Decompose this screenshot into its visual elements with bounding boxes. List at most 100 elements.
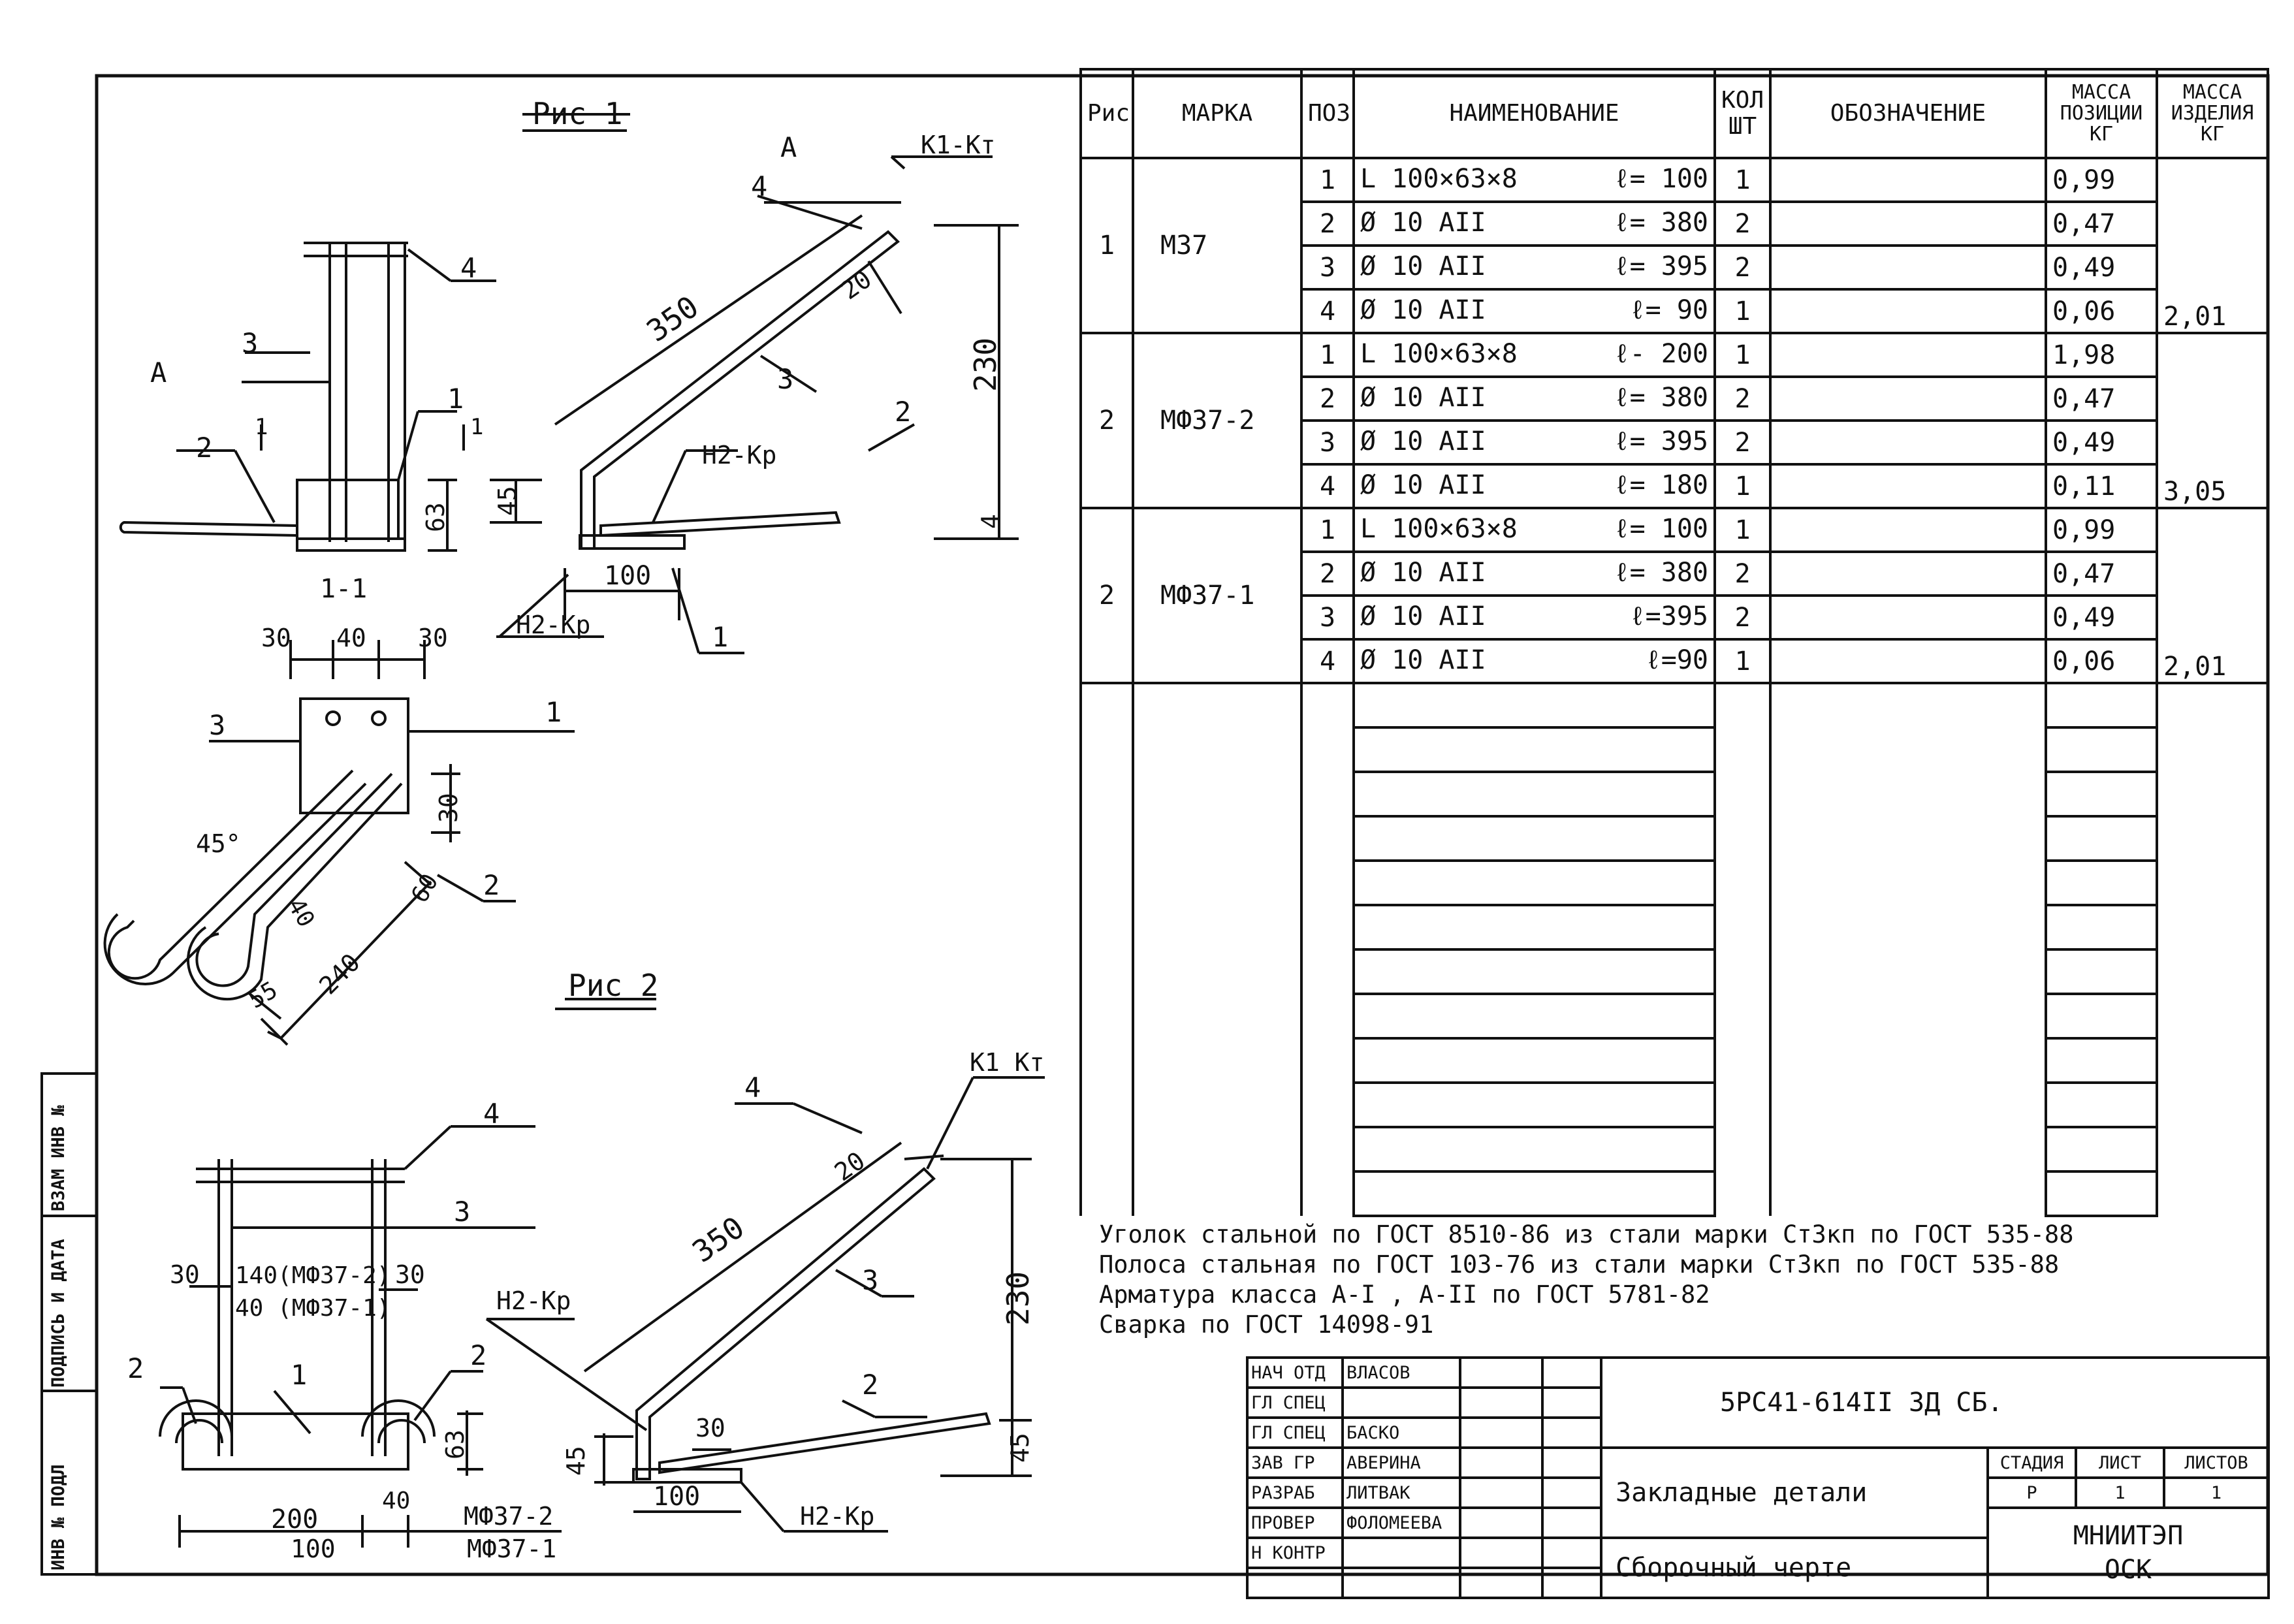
sec-dim-55: 55 <box>244 977 282 1014</box>
item-length: ℓ= 395 <box>1614 426 1708 456</box>
cell-oboz <box>1769 638 2047 684</box>
cell-mass-item: 3,05 <box>2156 464 2269 509</box>
fig2-pos-3b: 3 <box>862 1264 878 1296</box>
item-name: L 100×63×8 <box>1360 339 1518 369</box>
fig1-pos-2a: 2 <box>196 432 212 464</box>
cell-qty: 2 <box>1713 375 1772 422</box>
cell-qty: 2 <box>1713 419 1772 466</box>
fig2-pos-2b: 2 <box>862 1369 878 1401</box>
doc-subtitle: Сборочный черте <box>1600 1536 1989 1599</box>
stage-value: Р <box>1986 1476 2077 1509</box>
cell-poz: 4 <box>1300 463 1355 509</box>
fig2-title: Рис 2 <box>568 968 658 1003</box>
note-line: Уголок стальной по ГОСТ 8510-86 из стали… <box>1099 1220 2074 1249</box>
fig2-dim-63: 63 <box>441 1429 470 1459</box>
tb-row: НАЧ ОТД ВЛАСОВ 5РС41-614II ЗД СБ. <box>1246 1356 2270 1449</box>
cell-mass-item <box>2156 552 2269 596</box>
side-strip-label-2: ВЗАМ ИНВ № <box>48 1105 69 1211</box>
fig1-pos-2b: 2 <box>895 396 911 428</box>
hdr-mass-pos: МАССА ПОЗИЦИИ КГ <box>2045 68 2158 159</box>
fig1-text: Рис 1 А А К1-Кт 4 3 2 1 1 1 63 350 20 23… <box>150 96 1005 1014</box>
doc-code: 5РС41-614II ЗД СБ. <box>1600 1356 2270 1449</box>
fig2-dim-45b: 45 <box>1006 1433 1034 1463</box>
item-length: ℓ=90 <box>1645 645 1708 675</box>
fig2-dim-350: 350 <box>686 1209 750 1269</box>
tb-name: ВЛАСОВ <box>1341 1356 1461 1389</box>
item-name: Ø 10 АII <box>1360 426 1486 456</box>
cell-oboz <box>1769 507 2047 553</box>
tb-name <box>1341 1386 1461 1419</box>
side-strip-label-0: ИНВ № ПОДЛ <box>48 1464 69 1570</box>
cell-poz: 3 <box>1300 419 1355 466</box>
hdr-oboz: ОБОЗНАЧЕНИЕ <box>1769 68 2047 159</box>
cell-poz: 2 <box>1300 200 1355 247</box>
sheets-value: 1 <box>2163 1476 2270 1509</box>
tb-name <box>1341 1536 1461 1569</box>
fig1-pos-4a: 4 <box>460 252 477 284</box>
sec-dim-40b: 40 <box>282 894 319 932</box>
fig2-dim-230: 230 <box>1000 1271 1036 1326</box>
fig1-view-label: А <box>780 131 797 163</box>
tb-role: ПРОВЕР <box>1246 1506 1344 1539</box>
fig1-dim-4: 4 <box>976 514 1005 529</box>
fig1-dim-350: 350 <box>640 289 705 349</box>
fig2-dim-100b: 100 <box>291 1535 336 1563</box>
hdr-mass-izd: МАССА ИЗДЕЛИЯ КГ <box>2156 68 2269 159</box>
cell-mass-item: 2,01 <box>2156 289 2269 334</box>
fig1-dim-100: 100 <box>604 561 651 591</box>
fig2-dim-45: 45 <box>562 1446 590 1476</box>
fig1-pos-1a: 1 <box>447 383 464 415</box>
hdr-marka: МАРКА <box>1132 68 1303 159</box>
cell-mass-item <box>2156 596 2269 639</box>
fig2-dim-140: 140(МФ37-2) <box>235 1262 390 1289</box>
cell-marka: МФ37-2 <box>1132 332 1303 509</box>
item-length: ℓ= 395 <box>1614 251 1708 281</box>
fig2-weld-mid: Н2-Кр <box>496 1286 571 1315</box>
fig2-text: Рис 2 4 3 30 140(МФ37-2) 40 (МФ37-1) 30 … <box>127 968 1044 1563</box>
sec-dim-30b: 30 <box>418 624 448 652</box>
hdr-ris: Рис <box>1079 68 1134 159</box>
item-name: Ø 10 АII <box>1360 645 1486 675</box>
empty-row <box>1079 1170 2269 1217</box>
tb-name: БАСКО <box>1341 1416 1461 1449</box>
tb-row: ГЛ СПЕЦ БАСКО <box>1246 1416 2269 1449</box>
cell-mass: 0,49 <box>2045 594 2158 641</box>
cell-oboz <box>1769 463 2047 509</box>
empty-row <box>1079 682 2269 729</box>
item-name: Ø 10 АII <box>1360 295 1486 325</box>
cell-oboz <box>1769 200 2047 247</box>
tb-name: АВЕРИНА <box>1341 1446 1461 1479</box>
cell-poz: 4 <box>1300 638 1355 684</box>
tb-row: Н КОНТР Сборочный черте <box>1246 1536 2269 1599</box>
fig2-dim-100: 100 <box>653 1482 700 1512</box>
cell-mass: 0,47 <box>2045 200 2158 247</box>
cell-oboz <box>1769 375 2047 422</box>
note-line: Полоса стальная по ГОСТ 103-76 из стали … <box>1099 1250 2060 1279</box>
cell-oboz <box>1769 288 2047 334</box>
note-line: Сварка по ГОСТ 14098-91 <box>1099 1311 1434 1339</box>
spec-header-row: Рис МАРКА ПОЗ НАИМЕНОВАНИЕ КОЛ ШТ ОБОЗНА… <box>1079 68 2269 159</box>
fig2-drawing <box>159 998 1045 1548</box>
fig1-pos-4b: 4 <box>751 170 767 202</box>
cell-qty: 1 <box>1713 157 1772 203</box>
section-1-1-label: 1-1 <box>320 574 367 604</box>
fig2-pos-2l: 2 <box>127 1352 144 1384</box>
cell-poz: 4 <box>1300 288 1355 334</box>
sec-dim-45deg: 45° <box>196 829 241 858</box>
sheets-label: ЛИСТОВ <box>2163 1446 2270 1479</box>
item-length: ℓ= 380 <box>1614 208 1708 238</box>
spec-table: Рис МАРКА ПОЗ НАИМЕНОВАНИЕ КОЛ ШТ ОБОЗНА… <box>1079 68 2269 1217</box>
empty-row <box>1079 771 2269 818</box>
tb-row: РАЗРАБ ЛИТВАК Р 1 1 <box>1246 1476 2270 1509</box>
